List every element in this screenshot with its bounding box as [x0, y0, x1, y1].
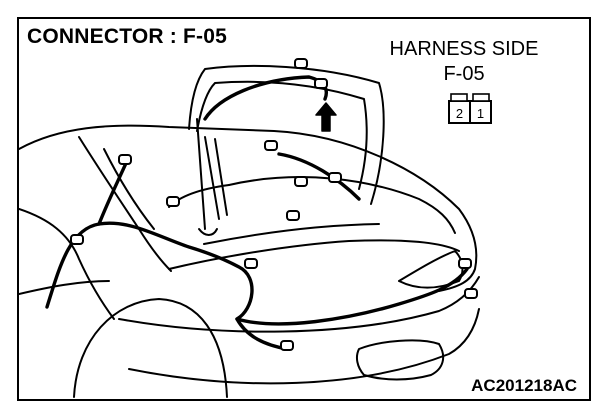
connector-blob	[294, 176, 308, 187]
connector-blob	[244, 258, 258, 269]
trunk-lid-outer	[188, 64, 385, 205]
pin-label: 1	[477, 106, 484, 121]
connector-blob	[458, 258, 472, 269]
connector-blob	[464, 288, 478, 299]
connector-blob	[118, 154, 132, 165]
trunk-lid-stay-2	[214, 138, 228, 216]
diagram-frame: 2 1 CONNECTOR : F-05 HARNESS SIDE F-05 A…	[17, 17, 591, 401]
connector-blob	[280, 340, 294, 351]
car-body-outline	[19, 124, 478, 292]
harness-trunk-floor	[277, 152, 361, 201]
antenna-mast	[196, 118, 206, 230]
antenna-base	[198, 228, 218, 236]
trunk-floor-lip	[168, 239, 460, 270]
connector-title: CONNECTOR : F-05	[27, 25, 227, 48]
trunk-opening-rear	[228, 176, 456, 234]
license-recess	[355, 339, 445, 381]
rear-fender	[19, 208, 115, 320]
harness-main	[45, 221, 469, 326]
c-pillar	[78, 136, 172, 272]
connector-face: 2 1	[448, 93, 492, 124]
figure-code: AC201218AC	[471, 376, 577, 395]
vehicle-drawing: 2 1	[19, 58, 492, 398]
connector-blob	[264, 140, 278, 151]
trunk-lid-inner	[196, 80, 368, 190]
connector-blob	[294, 58, 308, 69]
rear-bumper-bottom	[128, 308, 480, 385]
harness-side-text: HARNESS SIDE	[389, 38, 539, 60]
pin-label: 2	[456, 106, 463, 121]
connector-blob	[328, 172, 342, 183]
harness-connector-id: F-05	[443, 63, 485, 85]
connector-blob	[314, 78, 328, 89]
trunk-lid-stay	[204, 136, 220, 220]
harness-lid	[203, 75, 328, 121]
connector-blob	[286, 210, 300, 221]
harness-side-label: HARNESS SIDE F-05	[369, 37, 559, 87]
wheel-arch	[73, 298, 228, 398]
connector-blob	[166, 196, 180, 207]
locator-arrow	[315, 102, 337, 132]
harness-branch-left	[97, 159, 129, 226]
trunk-floor-inner	[203, 223, 380, 245]
rocker-line	[19, 280, 110, 295]
rear-bumper-top	[118, 276, 480, 333]
c-pillar-inner	[103, 148, 155, 230]
connector-blob	[70, 234, 84, 245]
